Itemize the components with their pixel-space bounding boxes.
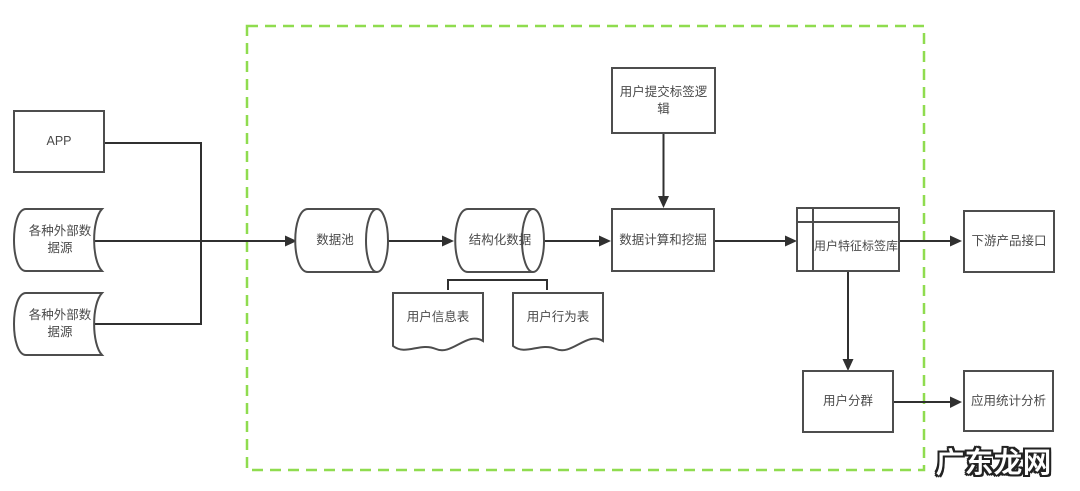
arrowhead [285,235,297,247]
edge-sources-merge [91,142,297,325]
edge-segmentation-to-stats [893,396,962,408]
external-source-2-shape [13,292,105,356]
edge-taglogic-to-mining [658,133,669,208]
edge-mining-to-taglibrary [714,235,797,247]
app-node-shape [13,110,105,173]
downstream-api-shape [963,210,1055,273]
site-watermark: 广东龙网 [936,447,1053,478]
user-behavior-table-shape [512,292,604,352]
tables-group-bracket [447,279,548,290]
arrowhead [785,235,797,247]
arrowhead [950,396,962,408]
arrowhead [842,359,854,371]
tag-library-shape [796,207,900,272]
arrowhead [950,235,962,247]
arrowhead [599,235,611,247]
tag-logic-shape [611,67,716,134]
edge-taglibrary-to-downstream [899,235,962,247]
processing-boundary [245,24,926,472]
user-segmentation-shape [802,370,894,433]
structured-data-shape [454,208,545,273]
user-info-table-shape [392,292,484,352]
edge-taglibrary-to-segmentation [842,271,854,371]
external-source-1-shape [13,208,105,272]
edge-structured-to-mining [544,235,611,247]
edge-pool-to-structured [388,235,454,247]
arrowhead [658,196,669,208]
data-mining-shape [611,208,715,272]
stats-analysis-shape [963,370,1054,432]
data-pool-shape [294,208,389,273]
arrowhead [442,235,454,247]
